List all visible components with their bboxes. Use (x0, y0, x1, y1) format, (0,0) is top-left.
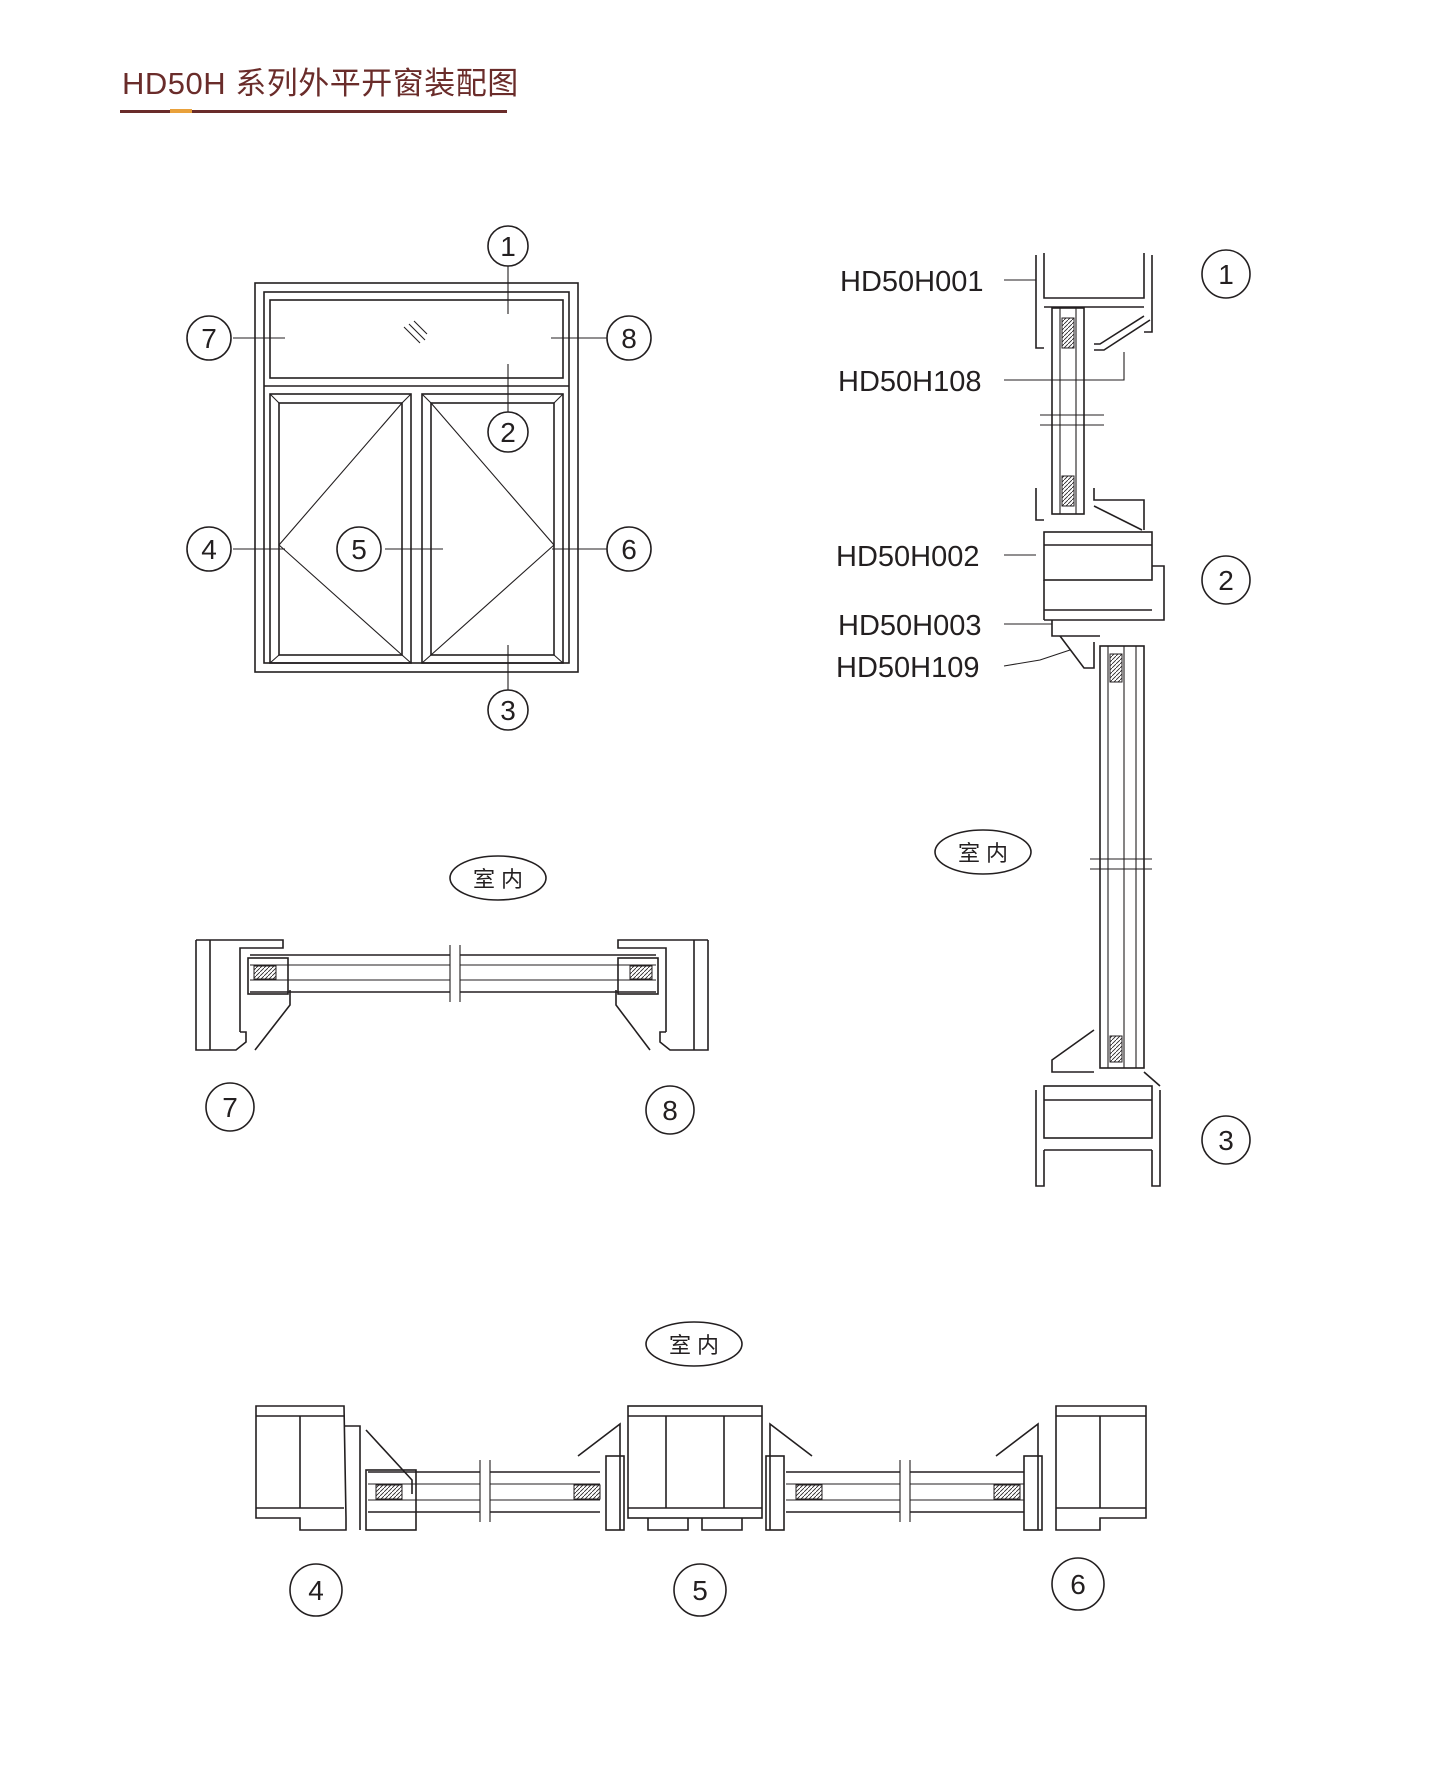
break-mark-icon (449, 945, 461, 1002)
break-mark-icon (479, 1460, 491, 1522)
callout-3: 3 (487, 689, 529, 731)
svg-text:4: 4 (201, 534, 217, 565)
callout-6: 6 (606, 526, 652, 572)
page-title: HD50H 系列外平开窗装配图 (122, 66, 519, 101)
svg-text:8: 8 (621, 323, 637, 354)
break-mark-icon (899, 1460, 911, 1522)
glass-hatch-icon (403, 320, 428, 344)
break-mark-icon (1040, 414, 1104, 426)
svg-text:3: 3 (500, 695, 516, 726)
transom-horizontal-section: 室 内 7 8 (195, 855, 709, 1135)
svg-text:6: 6 (1070, 1569, 1086, 1600)
callout-1: 1 (487, 225, 529, 267)
callout-5-section: 5 (673, 1563, 727, 1617)
svg-text:2: 2 (1218, 565, 1234, 596)
indoor-label: 室 内 (934, 829, 1032, 875)
svg-text:6: 6 (621, 534, 637, 565)
callout-8-section: 8 (645, 1085, 695, 1135)
break-mark-icon (1090, 858, 1152, 870)
svg-text:室 内: 室 内 (958, 841, 1008, 866)
profile-label-003: HD50H003 (838, 610, 981, 642)
svg-text:5: 5 (692, 1575, 708, 1606)
svg-text:8: 8 (662, 1095, 678, 1126)
callout-7-section: 7 (205, 1082, 255, 1132)
svg-text:5: 5 (351, 534, 367, 565)
svg-text:1: 1 (500, 231, 516, 262)
svg-text:7: 7 (201, 323, 217, 354)
callout-1-section: 1 (1201, 249, 1251, 299)
callout-2-section: 2 (1201, 555, 1251, 605)
callout-5: 5 (336, 526, 382, 572)
callout-8: 8 (606, 315, 652, 361)
svg-text:3: 3 (1218, 1125, 1234, 1156)
indoor-label: 室 内 (449, 855, 547, 901)
svg-text:4: 4 (308, 1575, 324, 1606)
title-accent-mark (170, 109, 192, 113)
profile-label-002: HD50H002 (836, 541, 979, 573)
indoor-label: 室 内 (645, 1321, 743, 1367)
window-elevation: 1 2 3 7 8 4 5 6 (186, 225, 652, 731)
title-underline (120, 110, 507, 113)
callout-7: 7 (186, 315, 232, 361)
svg-text:室 内: 室 内 (473, 867, 523, 892)
vertical-section: HD50H001 HD50H108 HD50H002 HD50H003 HD50… (836, 249, 1251, 1187)
callout-6-section: 6 (1051, 1557, 1105, 1611)
svg-text:2: 2 (500, 417, 516, 448)
sash-horizontal-section: 室 内 4 5 6 (255, 1321, 1147, 1617)
svg-text:1: 1 (1218, 259, 1234, 290)
callout-4: 4 (186, 526, 232, 572)
callout-3-section: 3 (1201, 1115, 1251, 1165)
callout-4-section: 4 (289, 1563, 343, 1617)
callout-2: 2 (487, 411, 529, 453)
svg-text:7: 7 (222, 1092, 238, 1123)
profile-label-108: HD50H108 (838, 366, 981, 398)
svg-text:室 内: 室 内 (669, 1333, 719, 1358)
profile-label-109: HD50H109 (836, 652, 979, 684)
profile-label-001: HD50H001 (840, 266, 983, 298)
